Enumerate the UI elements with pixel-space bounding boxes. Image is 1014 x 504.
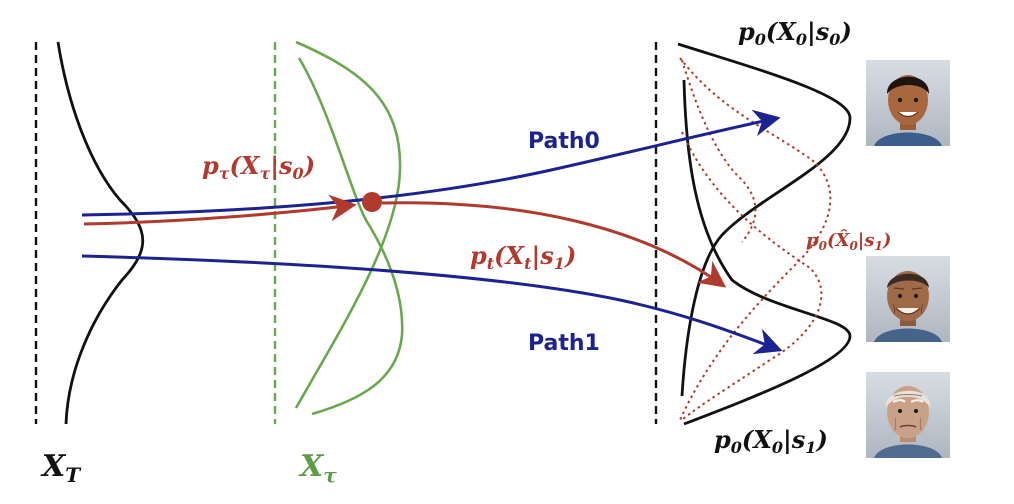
p-t-s1-label: pt(Xt|s1)	[470, 241, 576, 273]
tau-distribution-s0-curve	[296, 42, 400, 408]
switch-point-marker	[362, 192, 382, 212]
p0-s0-label: p0(X0|s0)	[738, 17, 852, 49]
elderly-face-portrait	[866, 372, 950, 458]
x-tau-label: Xτ	[298, 449, 337, 487]
path1-arrow	[82, 256, 780, 350]
x-T-label: XT	[40, 449, 82, 487]
path1-label: Path1	[528, 331, 600, 356]
p0-hat-s1-label: p0(X̂0|s1)	[806, 229, 891, 253]
path0-arrow	[82, 118, 778, 215]
young-face-portrait	[866, 60, 950, 146]
p0-s1-label: p0(X0|s1)	[714, 425, 828, 457]
prior-gaussian-curve	[58, 42, 143, 424]
middle-age-face-portrait	[866, 256, 950, 342]
p-tau-s0-label: pτ(Xτ|s0)	[202, 151, 315, 183]
path0-label: Path0	[528, 129, 600, 154]
